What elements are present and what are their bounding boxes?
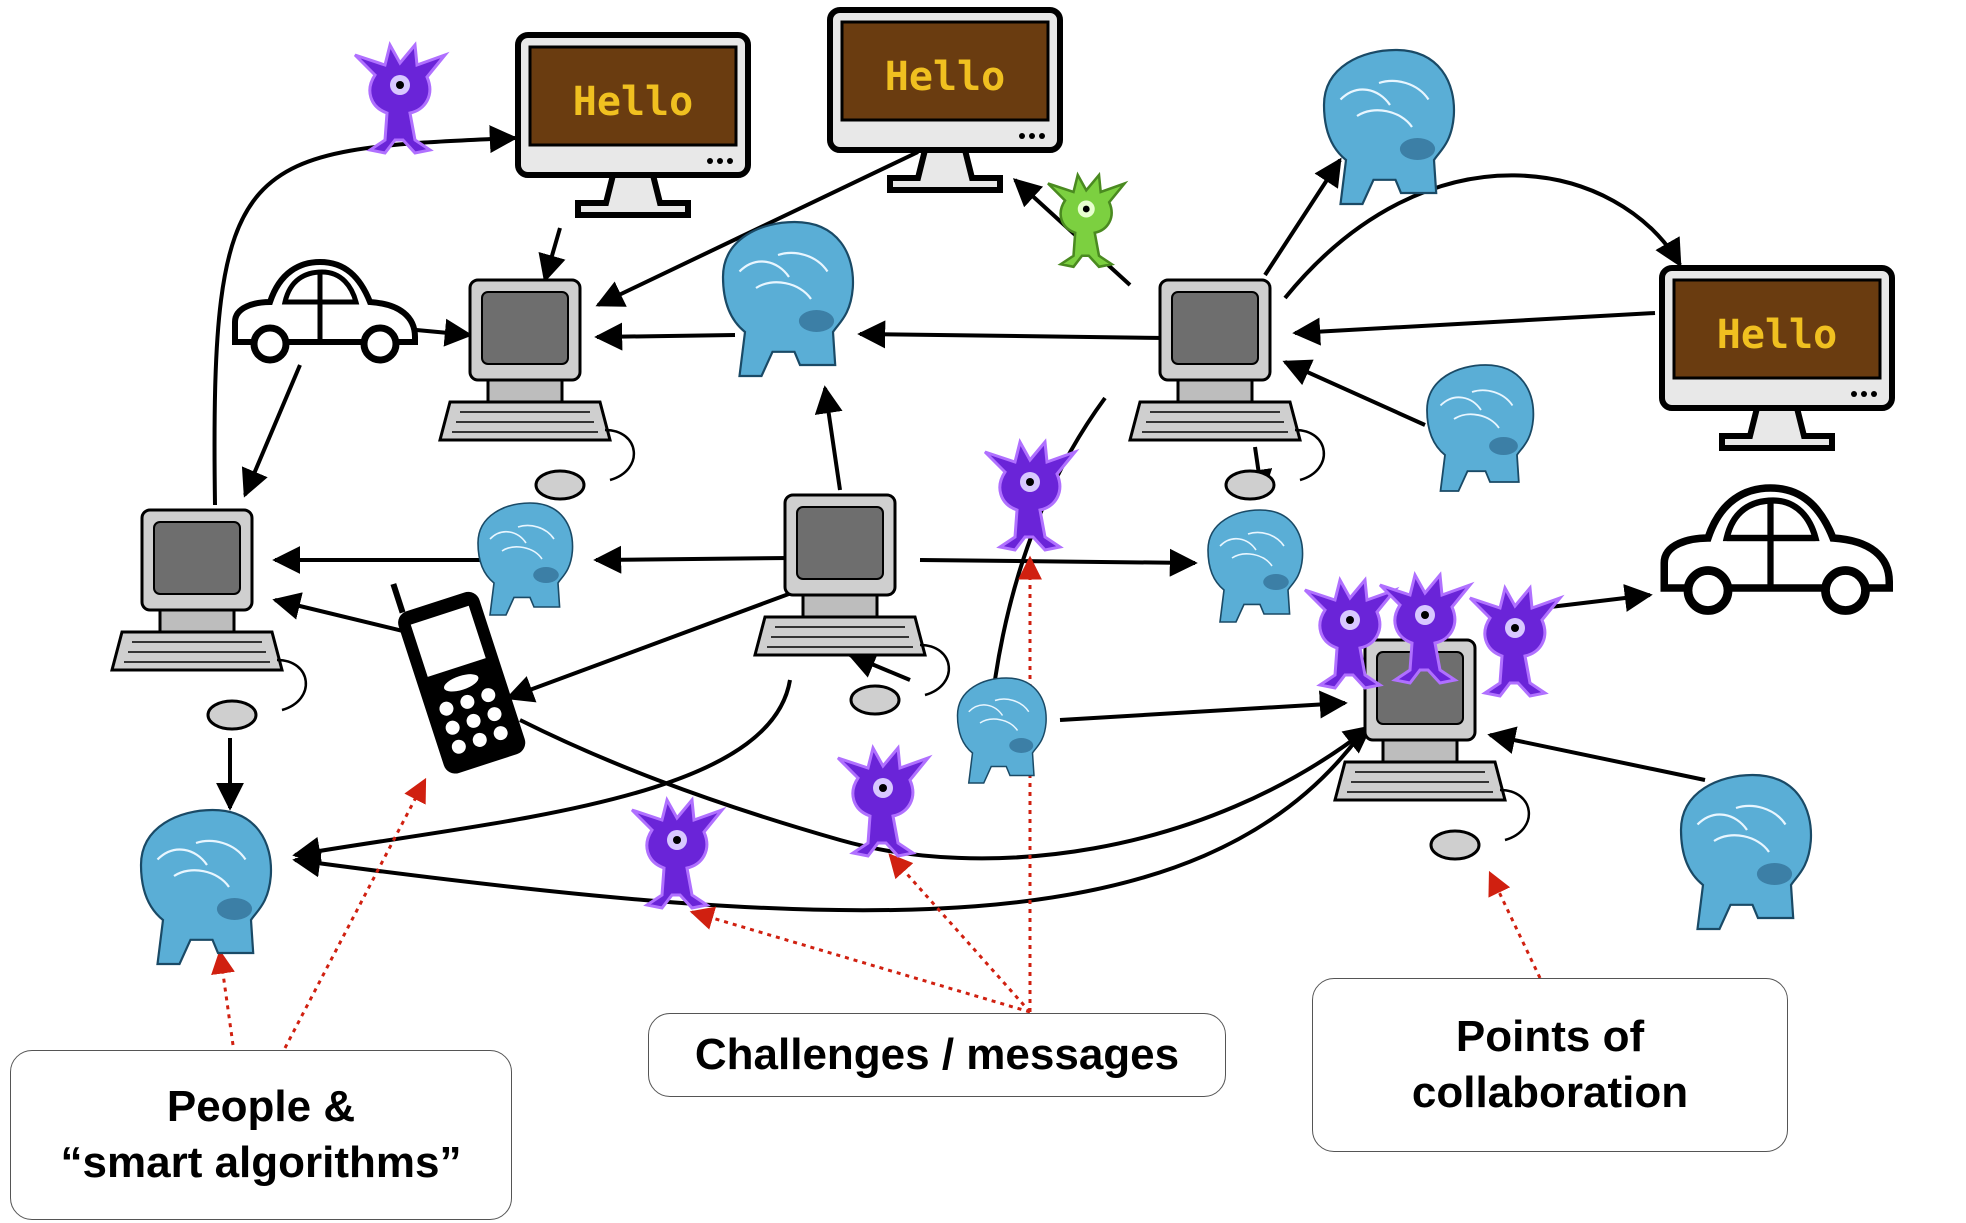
desktop-computer-icon <box>110 508 308 731</box>
brain-head-icon <box>721 220 855 378</box>
monster-icon <box>836 746 930 858</box>
monster-icon-green <box>1047 171 1129 269</box>
brain-head-icon <box>1207 509 1304 623</box>
collaboration-label-line2: collaboration <box>1411 1068 1689 1117</box>
challenges-messages-label: Challenges / messages <box>648 1013 1226 1097</box>
brain-head-icon <box>1679 773 1813 931</box>
svg-text:Hello: Hello <box>885 54 1005 100</box>
people-label-line1: People & <box>166 1082 356 1131</box>
pointer-arrows <box>211 555 1542 1049</box>
hello-monitor-icon: Hello <box>830 10 1060 190</box>
collaboration-label-line1: Points of <box>1455 1012 1645 1061</box>
people-label-line2: “smart algorithms” <box>60 1138 462 1187</box>
monster-icon <box>1468 586 1562 698</box>
hello-monitor-icon: Hello <box>518 35 748 215</box>
svg-text:Hello: Hello <box>1717 312 1837 358</box>
challenges-label-text: Challenges / messages <box>694 1030 1180 1079</box>
monster-icon <box>630 798 724 910</box>
brain-head-icon <box>1426 364 1535 492</box>
brain-head-icon <box>956 677 1047 784</box>
desktop-computer-icon <box>1128 278 1326 501</box>
brain-head-icon <box>139 808 273 966</box>
svg-text:Hello: Hello <box>573 79 693 125</box>
car-icon <box>235 262 415 360</box>
brain-head-icon <box>477 502 574 616</box>
collaboration-label: Points of collaboration <box>1312 978 1788 1152</box>
car-icon <box>1664 488 1889 611</box>
hello-monitor-icon: Hello <box>1662 268 1892 448</box>
cell-phone-icon <box>390 583 526 774</box>
desktop-computer-icon <box>438 278 636 501</box>
monster-icon <box>353 43 447 155</box>
people-algorithms-label: People & “smart algorithms” <box>10 1050 512 1220</box>
monster-icon <box>983 440 1077 552</box>
desktop-computer-icon <box>753 493 951 716</box>
brain-head-icon <box>1322 48 1456 206</box>
